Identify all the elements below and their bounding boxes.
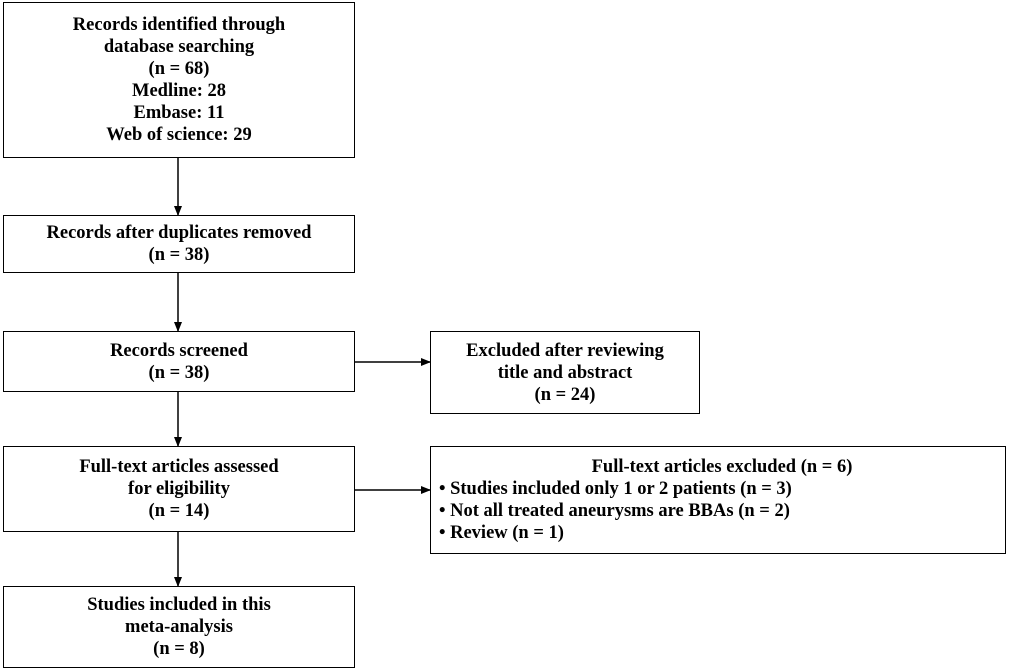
box-full-text-excluded: Full-text articles excluded (n = 6) Stud… (430, 446, 1006, 554)
box-studies-included: Studies included in this meta-analysis (… (3, 586, 355, 668)
count-label: (n = 8) (153, 639, 205, 659)
count-label: (n = 38) (148, 362, 210, 383)
exclusion-reason-item: Review (n = 1) (439, 522, 564, 544)
count-label: (n = 14) (148, 501, 210, 521)
text-line: Records after duplicates removed (46, 223, 312, 243)
source-web-of-science: Web of science: 29 (106, 125, 252, 145)
source-medline: Medline: 28 (131, 81, 227, 101)
text-line: Records screened (110, 340, 248, 361)
box-full-text-assessed: Full-text articles assessed for eligibil… (3, 446, 355, 532)
box-duplicates-removed: Records after duplicates removed (n = 38… (3, 215, 355, 273)
text-line: Records identified through (72, 15, 286, 35)
count-label: (n = 68) (148, 59, 210, 79)
source-embase: Embase: 11 (133, 103, 225, 123)
excluded-heading: Full-text articles excluded (n = 6) (591, 457, 853, 477)
text-line: title and abstract (497, 362, 633, 383)
box-excluded-title-abstract: Excluded after reviewing title and abstr… (430, 331, 700, 414)
text-line: Full-text articles assessed (79, 457, 279, 477)
count-label: (n = 38) (148, 245, 210, 265)
exclusion-reason-item: Studies included only 1 or 2 patients (n… (439, 478, 792, 500)
text-line: Studies included in this (87, 595, 271, 615)
box-records-screened: Records screened (n = 38) (3, 331, 355, 392)
count-label: (n = 24) (534, 384, 596, 405)
text-line: Excluded after reviewing (466, 340, 664, 361)
box-records-identified: Records identified through database sear… (3, 2, 355, 158)
exclusion-reason-item: Not all treated aneurysms are BBAs (n = … (439, 500, 790, 522)
text-line: database searching (103, 37, 255, 57)
text-line: for eligibility (128, 479, 230, 499)
text-line: meta-analysis (125, 617, 233, 637)
